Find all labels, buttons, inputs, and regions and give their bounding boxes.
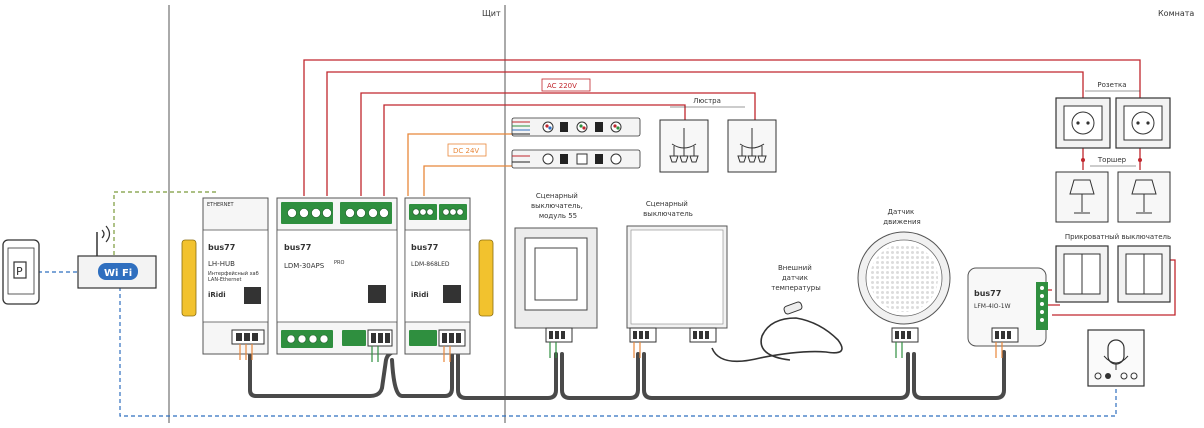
motion-sensor	[857, 231, 951, 343]
chandelier-1	[659, 119, 709, 173]
scene-switch-55-label: Сценарный выключатель, модуль 55	[531, 192, 585, 220]
temperature-sensor-probe	[711, 301, 843, 363]
floor-lamp-1	[1055, 171, 1109, 223]
hub-model: LH-HUB	[208, 260, 235, 268]
motion-sensor-label: Датчик движения	[883, 208, 920, 226]
socket-2	[1115, 97, 1171, 149]
ethernet-link	[113, 191, 218, 262]
hub-desc-1: Интерфейсный хаб	[208, 270, 259, 277]
relay-model: LDM-30APS	[284, 262, 325, 270]
hub-qr-code	[244, 287, 261, 304]
wifi-logo-text: Wi Fi	[104, 268, 132, 279]
hub-ethernet-label: ETHERNET	[207, 202, 235, 208]
dc-power-lines	[407, 133, 512, 196]
relay-qr-code	[368, 285, 386, 303]
ldm-868led-module: bus77 LDM-868LED iRidi	[404, 197, 471, 355]
hub-desc-2: LAN-Ethernet	[208, 277, 241, 283]
scene-switch	[626, 225, 728, 343]
ac-power-lines	[303, 59, 1176, 316]
wifi-router: Wi Fi	[77, 225, 157, 289]
zone-label-panel: Щит	[482, 9, 501, 18]
scene-switch-label: Сценарный выключатель	[643, 200, 693, 218]
wifi-link	[38, 271, 1117, 417]
temp-sensor-label: Внешний датчик температуры	[771, 264, 820, 292]
floor-lamp-2	[1117, 171, 1171, 223]
socket-1	[1055, 97, 1111, 149]
ac-label-box	[541, 78, 591, 92]
chandelier-2	[727, 119, 777, 173]
floor-lamp-label: Торшер	[1097, 156, 1127, 164]
mono-led-strip	[511, 149, 641, 169]
lh-hub-module: ETHERNET bus77 LH-HUB Интерфейсный хаб L…	[202, 197, 269, 355]
smartphone: P	[2, 239, 40, 305]
led-model: LDM-868LED	[411, 261, 450, 268]
scene-switch-55	[514, 227, 598, 343]
din-rail-clip-right	[478, 239, 494, 317]
hub-iridi: iRidi	[208, 291, 226, 299]
din-rail-clip-left	[181, 239, 197, 317]
led-qr-code	[443, 285, 461, 303]
bedside-switch-1	[1055, 245, 1109, 303]
relay-suffix: PRO	[334, 260, 344, 266]
connector-wire-bundles	[239, 342, 1003, 362]
bedside-switch-label: Прикроватный выключатель	[1065, 233, 1171, 241]
lfm-brand: bus77	[974, 289, 1001, 298]
app-icon-glyph: P	[16, 265, 23, 278]
socket-label: Розетка	[1097, 81, 1126, 89]
junction-dots	[1081, 158, 1142, 162]
voice-assistant-panel	[1087, 329, 1145, 387]
led-iridi: iRidi	[411, 291, 429, 299]
dc-label: DC 24V	[453, 147, 479, 155]
relay-brand: bus77	[284, 243, 311, 252]
dc-label-box	[447, 143, 487, 157]
bedside-switch-2	[1117, 245, 1171, 303]
rgb-led-strip	[511, 117, 641, 137]
hub-brand: bus77	[208, 243, 235, 252]
lfm-4io-module: bus77 LFM-4IO-1W	[967, 267, 1048, 347]
ac-label: AC 220V	[547, 82, 577, 90]
bus-cable	[248, 350, 1006, 400]
ldm-30aps-module: bus77 LDM-30APS PRO	[276, 197, 398, 355]
led-brand: bus77	[411, 243, 438, 252]
zone-label-room: Комната	[1158, 9, 1194, 18]
chandelier-label: Люстра	[693, 97, 721, 105]
lfm-model: LFM-4IO-1W	[974, 303, 1011, 310]
